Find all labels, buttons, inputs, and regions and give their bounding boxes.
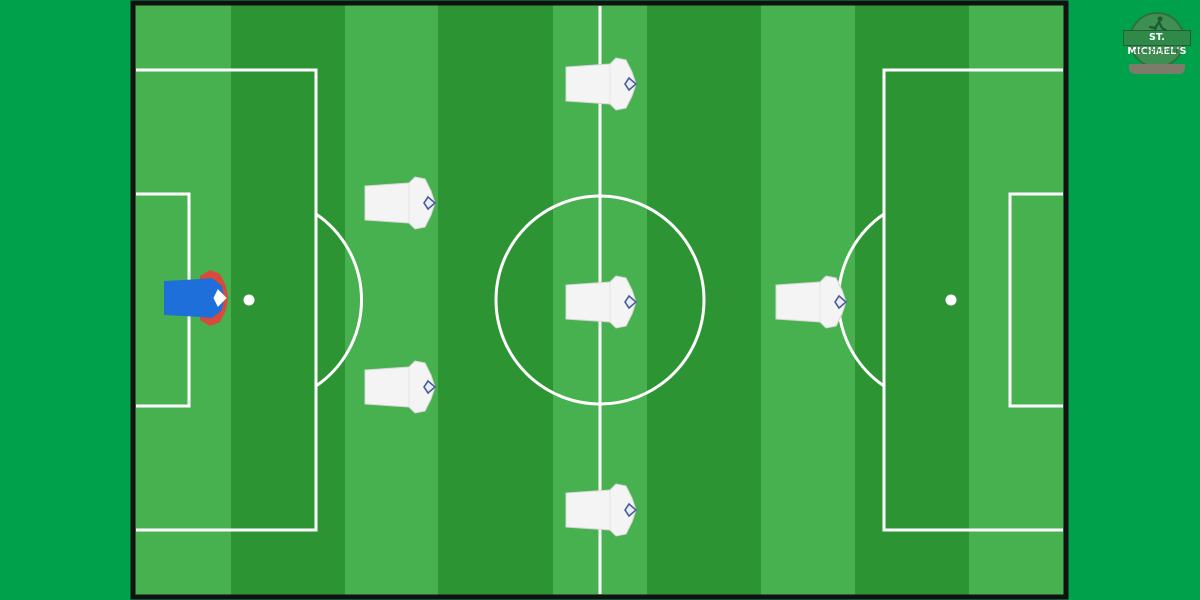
left-penalty-area xyxy=(136,68,318,532)
logo-banner: ST. MICHAEL'S xyxy=(1123,30,1191,57)
player-jersey-icon xyxy=(565,275,637,329)
left-penalty-arc xyxy=(315,212,364,388)
right-penalty-spot xyxy=(945,294,957,306)
center-circle xyxy=(494,194,706,406)
logo-base xyxy=(1129,64,1185,74)
left-penalty-spot xyxy=(243,294,255,306)
pitch-border xyxy=(130,0,1069,600)
player-jersey-icon xyxy=(364,360,436,414)
player-jersey-icon xyxy=(364,176,436,230)
right-goal-area xyxy=(1008,192,1063,408)
player-jersey-icon xyxy=(565,483,637,537)
club-logo: ST. MICHAEL'S BRIGHT FUTURE xyxy=(1123,10,1191,76)
player-jersey-icon xyxy=(565,57,637,111)
right-penalty-area xyxy=(882,68,1063,532)
logo-subtitle: BRIGHT FUTURE xyxy=(1134,49,1180,55)
player-jersey-icon xyxy=(775,275,847,329)
